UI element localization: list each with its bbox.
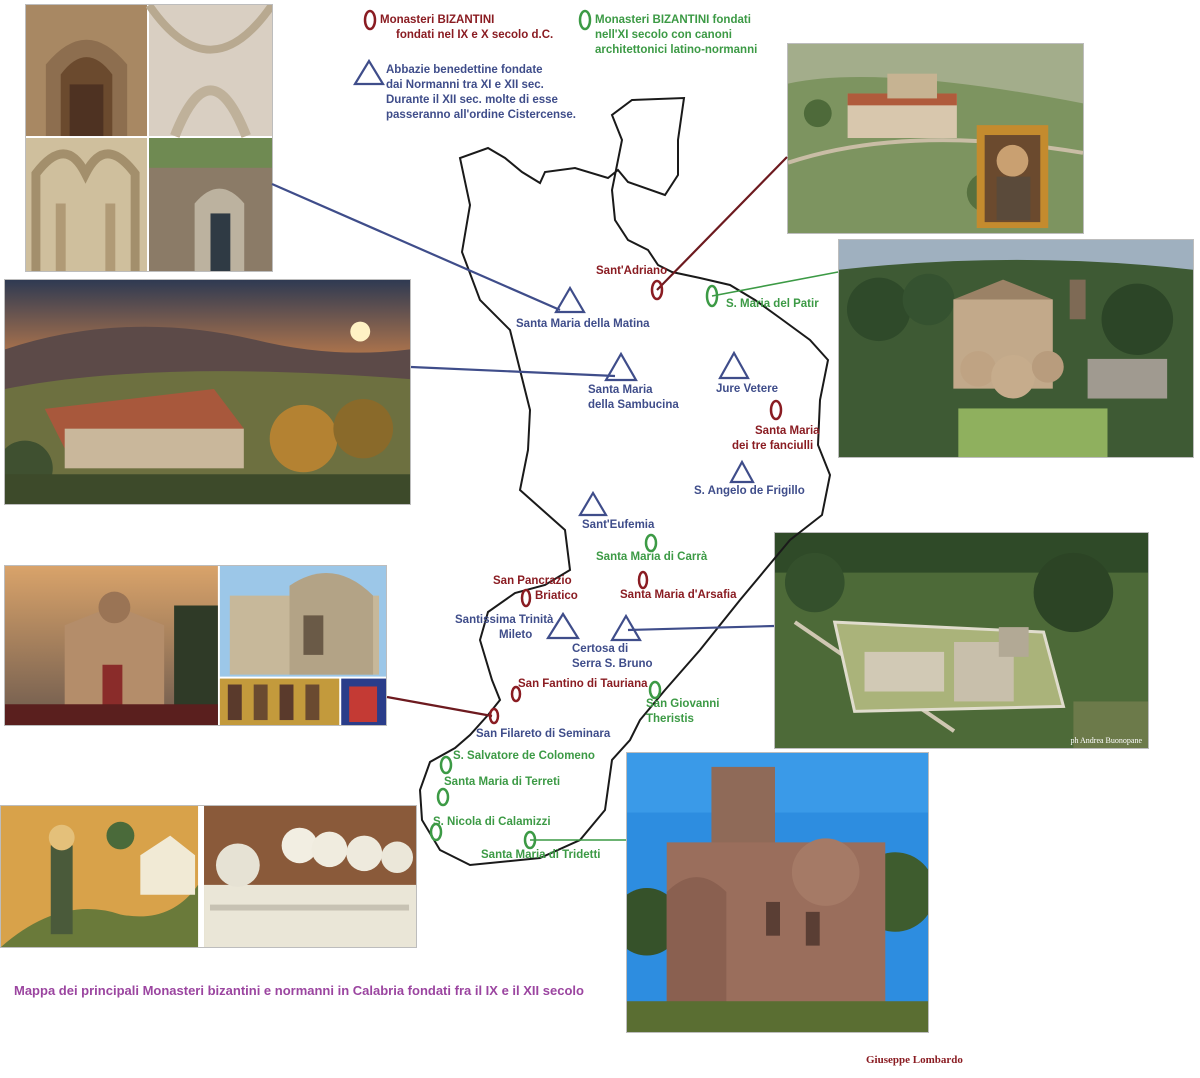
label-colomeno: S. Salvatore de Colomeno [453,750,595,762]
marker-terreti [436,787,450,807]
green-oval-marker-icon [578,9,592,31]
connector-filareto [386,695,493,718]
marker-tre-fanciulli [769,399,783,421]
photo-matina-collage [25,4,273,272]
marker-carra [644,533,658,553]
label-sambucina: Santa Maria della Sambucina [588,384,679,411]
photo-sant-adriano [787,43,1084,234]
legend-benedictine: Abbazie benedettine fondate dai Normanni… [386,64,577,121]
label-theristis: San Giovanni Theristis [646,698,720,725]
legend-byzantine-11: Monasteri BIZANTINI fondati nell'XI seco… [595,14,758,56]
marker-filareto [488,707,500,725]
label-tridetti: Santa Maria di Tridetti [481,849,601,861]
marker-frigillo [729,459,755,484]
connector-sambucina [410,365,616,378]
photo-filareto-collage [4,565,387,726]
photo-patir [838,239,1194,458]
photo-tridetti [626,752,929,1033]
marker-arsafia [637,570,649,590]
legend-byzantine-9-10: Monasteri BIZANTINI fondati nel IX e X s… [380,14,554,41]
photo-icon-paintings [0,805,417,948]
connector-patir [711,271,839,297]
label-patir: S. Maria del Patir [726,298,819,310]
marker-tridetti [523,830,537,850]
label-sant-adriano: Sant'Adriano [596,265,668,277]
map-title: Mappa dei principali Monasteri bizantini… [14,983,584,998]
label-filareto: San Filareto di Seminara [476,728,611,740]
photo-sambucina [4,279,411,505]
label-calamizzi: S. Nicola di Calamizzi [433,816,551,828]
label-arsafia: Santa Maria d'Arsafia [620,589,737,601]
photo-certosa: ph Andrea Buonopane [774,532,1149,749]
marker-patir [705,284,719,308]
red-oval-marker-icon [363,9,377,31]
connector-adriano [656,156,788,291]
marker-jure-vetere [718,350,750,380]
marker-sambucina [604,351,638,382]
label-tre-fanciulli: Santa Maria dei tre fanciulli [732,425,820,452]
marker-certosa [610,613,642,642]
label-pancrazio: San Pancrazio Briatico [493,575,578,602]
marker-eufemia [578,490,608,517]
label-eufemia: Sant'Eufemia [582,519,655,531]
photo-credit: ph Andrea Buonopane [1070,736,1142,745]
label-jure-vetere: Jure Vetere [716,383,779,395]
label-certosa: Certosa di Serra S. Bruno [572,643,653,670]
blue-triangle-marker-icon [353,58,385,86]
marker-sant-adriano [650,279,664,301]
label-trinita: Santissima Trinità Mileto [455,614,554,641]
label-terreti: Santa Maria di Terreti [444,776,561,788]
connector-certosa [627,624,775,632]
label-matina: Santa Maria della Matina [516,318,650,330]
author-signature: Giuseppe Lombardo [866,1054,963,1066]
marker-theristis [648,680,662,700]
marker-matina [554,285,586,314]
label-carra: Santa Maria di Carrà [596,551,708,563]
label-frigillo: S. Angelo de Frigillo [694,485,805,497]
marker-colomeno [439,755,453,775]
label-fantino: San Fantino di Tauriana [518,678,648,690]
